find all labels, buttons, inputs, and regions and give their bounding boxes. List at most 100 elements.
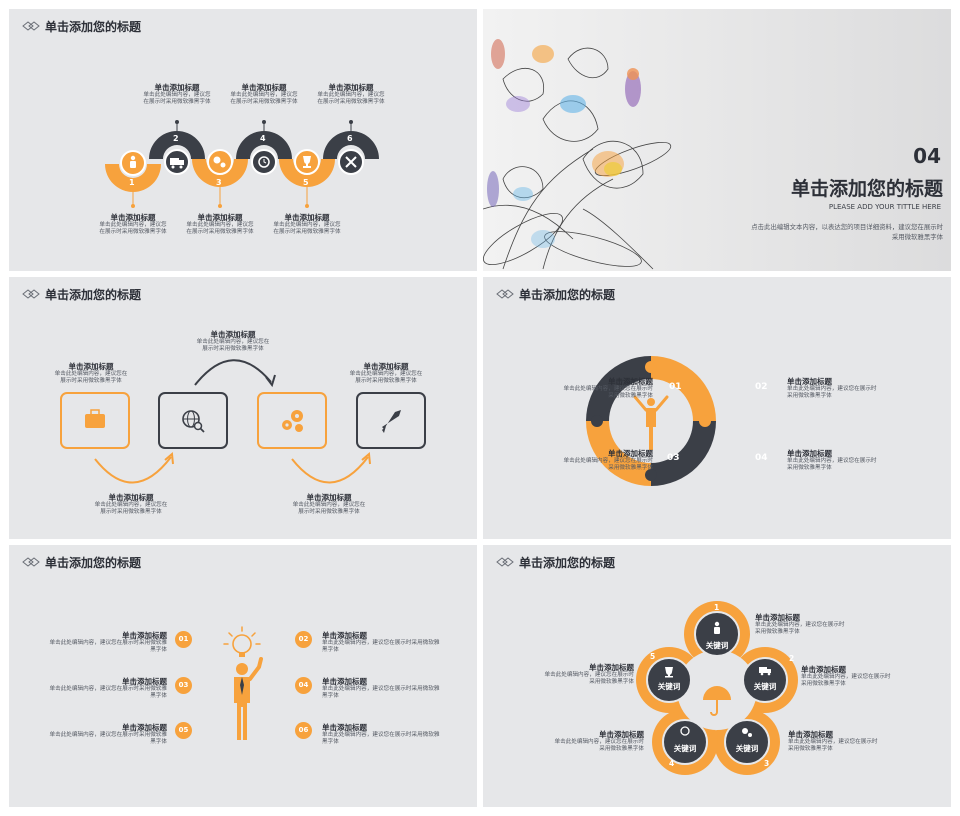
node-heading: 单击添加标题 bbox=[801, 665, 846, 674]
item-number-badge: 01 bbox=[175, 631, 192, 648]
step-number: 6 bbox=[347, 134, 353, 143]
item-number-badge: 03 bbox=[175, 677, 192, 694]
step-heading: 单击添加标题 bbox=[197, 213, 243, 222]
section-subtitle: PLEASE ADD YOUR TITTLE HERE bbox=[828, 203, 941, 211]
item-body: 单击此处编辑内容，建议您在展示时采用微软雅黑字体 bbox=[49, 732, 167, 746]
step-heading: 单击添加标题 bbox=[154, 83, 200, 92]
item-heading: 单击添加标题 bbox=[306, 493, 352, 502]
node-body: 单击此处编辑内容，建议您在展示时采用微软雅黑字体 bbox=[554, 739, 644, 753]
segment-body: 单击此处编辑内容，建议您在展示时采用微软雅黑字体 bbox=[787, 386, 877, 400]
floral-illustration bbox=[483, 39, 672, 270]
step-body: 单击此处编辑内容，建议您在展示时采用微软雅黑字体 bbox=[99, 222, 167, 236]
logo-icon bbox=[22, 21, 40, 31]
slide-title: 单击添加您的标题 bbox=[45, 288, 142, 302]
process-wave bbox=[105, 120, 379, 208]
slide-1[interactable]: 单击添加您的标题 bbox=[9, 9, 477, 271]
item-heading: 单击添加标题 bbox=[108, 493, 154, 502]
node-number: 1 bbox=[714, 603, 720, 612]
node-keyword: 关键词 bbox=[735, 744, 759, 753]
item-body: 单击此处编辑内容，建议您在展示时采用微软雅黑字体 bbox=[54, 371, 128, 385]
item-body: 单击此处编辑内容，建议您在展示时采用微软雅黑字体 bbox=[322, 640, 440, 654]
item-number-badge: 06 bbox=[295, 722, 312, 739]
slide-4[interactable]: 单击添加您的标题 01 02 03 04 单击添加标题 单击此处编辑内容，建议您… bbox=[483, 277, 951, 539]
step-number: 1 bbox=[129, 178, 135, 187]
item-heading: 单击添加标题 bbox=[322, 723, 367, 732]
item-heading: 单击添加标题 bbox=[122, 677, 167, 686]
node-body: 单击此处编辑内容，建议您在展示时采用微软雅黑字体 bbox=[755, 622, 845, 636]
item-body: 单击此处编辑内容，建议您在展示时采用微软雅黑字体 bbox=[49, 640, 167, 654]
step-heading: 单击添加标题 bbox=[328, 83, 374, 92]
step-heading: 单击添加标题 bbox=[241, 83, 287, 92]
item-number-badge: 02 bbox=[295, 631, 312, 648]
slide-title: 单击添加您的标题 bbox=[519, 288, 616, 302]
section-number: 04 bbox=[913, 144, 941, 168]
step-heading: 单击添加标题 bbox=[284, 213, 330, 222]
step-body: 单击此处编辑内容，建议您在展示时采用微软雅黑字体 bbox=[143, 92, 211, 106]
segment-heading: 单击添加标题 bbox=[608, 449, 653, 458]
item-body: 单击此处编辑内容，建议您在展示时采用微软雅黑字体 bbox=[292, 502, 366, 516]
slide-6[interactable]: 单击添加您的标题 关键词 关键词 关键词 关键词 bbox=[483, 545, 951, 807]
node-body: 单击此处编辑内容，建议您在展示时采用微软雅黑字体 bbox=[801, 674, 891, 688]
item-heading: 单击添加标题 bbox=[68, 362, 114, 371]
segment-body: 单击此处编辑内容，建议您在展示时采用微软雅黑字体 bbox=[563, 458, 653, 472]
segment-heading: 单击添加标题 bbox=[608, 377, 653, 386]
node-heading: 单击添加标题 bbox=[788, 730, 833, 739]
node-number: 3 bbox=[764, 759, 770, 768]
item-body: 单击此处编辑内容，建议您在展示时采用微软雅黑字体 bbox=[322, 732, 440, 746]
item-heading: 单击添加标题 bbox=[122, 631, 167, 640]
item-body: 单击此处编辑内容，建议您在展示时采用微软雅黑字体 bbox=[196, 339, 270, 353]
node-keyword: 关键词 bbox=[753, 682, 777, 691]
node-heading: 单击添加标题 bbox=[755, 613, 800, 622]
node-body: 单击此处编辑内容，建议您在展示时采用微软雅黑字体 bbox=[544, 672, 634, 686]
item-body: 单击此处编辑内容，建议您在展示时采用微软雅黑字体 bbox=[94, 502, 168, 516]
segment-number: 03 bbox=[667, 453, 680, 463]
slide-title: 单击添加您的标题 bbox=[45, 556, 142, 570]
segment-number: 04 bbox=[755, 453, 768, 463]
item-heading: 单击添加标题 bbox=[122, 723, 167, 732]
step-body: 单击此处编辑内容，建议您在展示时采用微软雅黑字体 bbox=[186, 222, 254, 236]
slide-title: 单击添加您的标题 bbox=[519, 556, 616, 570]
process-boxes bbox=[60, 359, 426, 484]
step-heading: 单击添加标题 bbox=[110, 213, 156, 222]
item-heading: 单击添加标题 bbox=[322, 631, 367, 640]
logo-icon bbox=[496, 289, 514, 299]
step-number: 3 bbox=[216, 178, 222, 187]
segment-body: 单击此处编辑内容，建议您在展示时采用微软雅黑字体 bbox=[563, 386, 653, 400]
slide-3[interactable]: 单击添加您的标题 单击添加标题 单击此处编辑内容，建议您在展示时采用微软雅黑字体… bbox=[9, 277, 477, 539]
step-number: 5 bbox=[303, 178, 309, 187]
segment-heading: 单击添加标题 bbox=[787, 377, 832, 386]
node-number: 4 bbox=[669, 759, 675, 768]
item-number-badge: 05 bbox=[175, 722, 192, 739]
node-keyword: 关键词 bbox=[657, 682, 681, 691]
item-number-badge: 04 bbox=[295, 677, 312, 694]
step-number: 4 bbox=[260, 134, 266, 143]
step-number: 2 bbox=[173, 134, 179, 143]
slide-title: 单击添加您的标题 bbox=[45, 20, 142, 34]
logo-icon bbox=[22, 557, 40, 567]
step-body: 单击此处编辑内容，建议您在展示时采用微软雅黑字体 bbox=[230, 92, 298, 106]
segment-number: 01 bbox=[669, 382, 682, 392]
slide-5[interactable]: 单击添加您的标题 01 02 03 04 05 06 单击添加标题 单击此处编辑… bbox=[9, 545, 477, 807]
section-title: 单击添加您的标题 bbox=[790, 178, 943, 200]
segment-body: 单击此处编辑内容，建议您在展示时采用微软雅黑字体 bbox=[787, 458, 877, 472]
node-keyword: 关键词 bbox=[673, 744, 697, 753]
segment-number: 02 bbox=[755, 382, 768, 392]
node-number: 5 bbox=[650, 652, 656, 661]
pentagon-cycle bbox=[636, 601, 798, 775]
item-body: 单击此处编辑内容，建议您在展示时采用微软雅黑字体 bbox=[49, 686, 167, 700]
node-heading: 单击添加标题 bbox=[599, 730, 644, 739]
item-body: 单击此处编辑内容，建议您在展示时采用微软雅黑字体 bbox=[349, 371, 423, 385]
item-heading: 单击添加标题 bbox=[363, 362, 409, 371]
item-heading: 单击添加标题 bbox=[210, 330, 256, 339]
item-heading: 单击添加标题 bbox=[322, 677, 367, 686]
logo-icon bbox=[496, 557, 514, 567]
section-description: 点击此出编辑文本内容，以表达您的项目详细资料，建议您在展示时采用微软雅黑字体 bbox=[751, 223, 943, 241]
idea-person bbox=[223, 626, 263, 740]
node-keyword: 关键词 bbox=[705, 641, 729, 650]
slide-2[interactable]: 04 单击添加您的标题 PLEASE ADD YOUR TITTLE HERE … bbox=[483, 9, 951, 271]
item-body: 单击此处编辑内容，建议您在展示时采用微软雅黑字体 bbox=[322, 686, 440, 700]
node-heading: 单击添加标题 bbox=[589, 663, 634, 672]
cycle-ring bbox=[586, 356, 716, 486]
logo-icon bbox=[22, 289, 40, 299]
step-body: 单击此处编辑内容，建议您在展示时采用微软雅黑字体 bbox=[273, 222, 341, 236]
